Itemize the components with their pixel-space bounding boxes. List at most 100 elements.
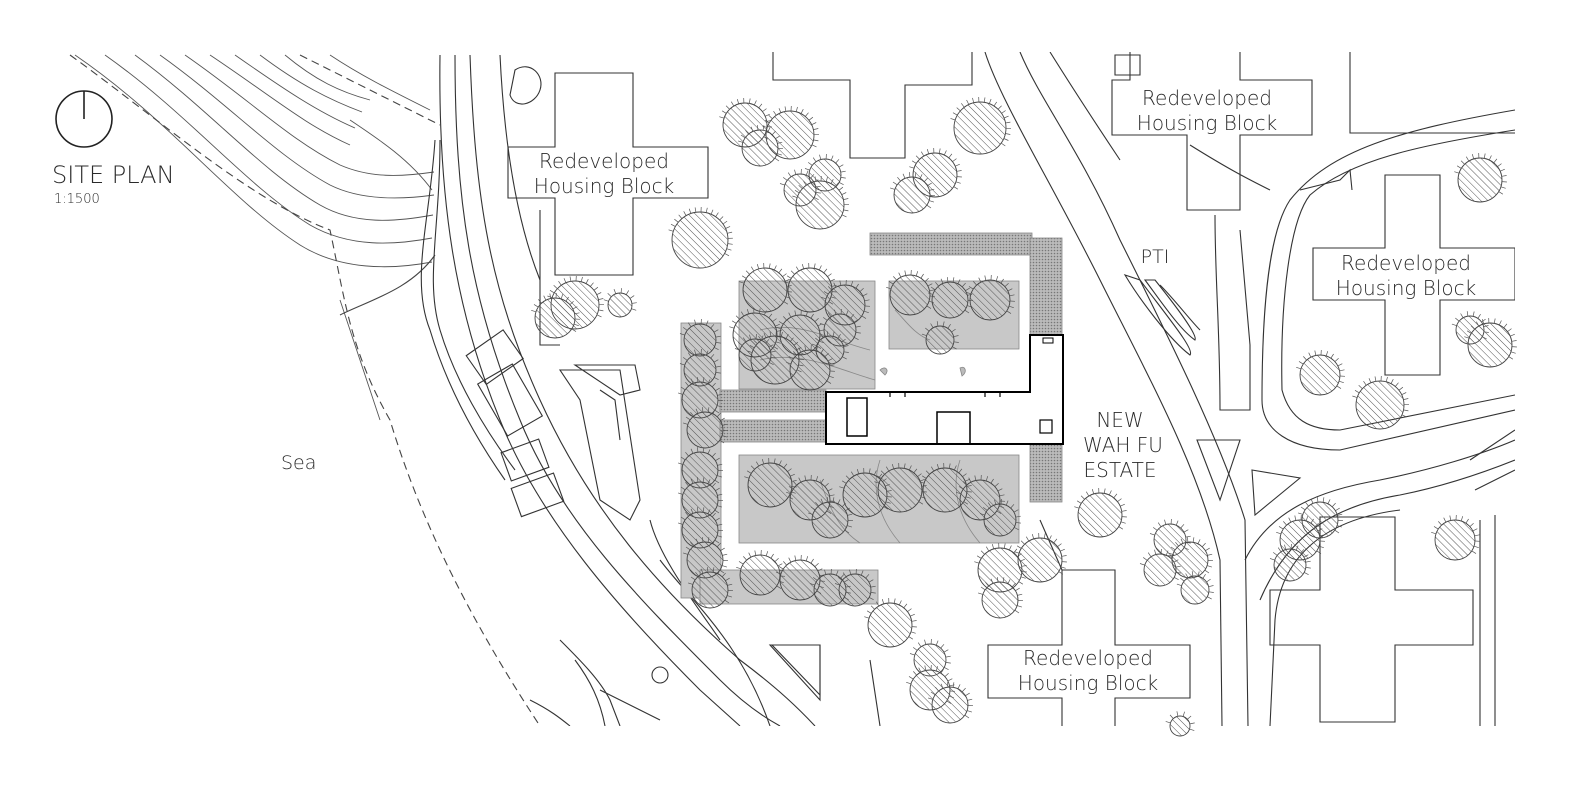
block-bottom-line2: Housing Block xyxy=(1018,671,1158,695)
tree-canopy xyxy=(893,176,931,214)
tree-canopy xyxy=(607,292,633,318)
tree-canopy-edge xyxy=(677,377,724,414)
estate-line3: ESTATE xyxy=(1084,458,1157,482)
tree-canopy-edge xyxy=(668,206,733,257)
tree-canopy-edge xyxy=(921,321,959,350)
tree-canopy xyxy=(931,686,969,724)
main-building xyxy=(825,334,1064,445)
pti-label: PTI xyxy=(1141,246,1170,268)
contours xyxy=(74,54,435,421)
tree-canopy-edge xyxy=(819,308,861,341)
tree-canopy-edge xyxy=(821,279,871,319)
tree-canopy xyxy=(981,581,1019,619)
tree-canopy-edge xyxy=(679,318,721,351)
tree-canopy-edge xyxy=(1454,152,1507,195)
tree-canopy-edge xyxy=(682,537,729,574)
tree-canopy xyxy=(779,559,821,601)
tree-canopy xyxy=(1017,537,1063,583)
tree-canopy-edge xyxy=(762,105,819,148)
sea-label: Sea xyxy=(281,452,316,474)
tree-canopy xyxy=(877,467,923,513)
tree-canopy xyxy=(1301,501,1339,539)
tree-canopy xyxy=(953,101,1007,155)
block-top-right-line2: Housing Block xyxy=(1137,111,1277,135)
north-arrow-icon xyxy=(55,90,113,148)
tree-canopy-edge xyxy=(677,477,724,514)
tree-canopy xyxy=(867,602,913,648)
tree-canopy-edge xyxy=(1297,497,1344,534)
tree-canopy-edge xyxy=(1074,487,1127,530)
tree-canopy xyxy=(969,279,1011,321)
tree-canopy-edge xyxy=(966,274,1016,314)
tree-canopy xyxy=(1355,380,1405,430)
tree-canopy-edge xyxy=(1296,349,1346,389)
tree-canopy-edge xyxy=(603,288,637,311)
tree-canopy xyxy=(686,411,724,449)
tree-canopy-edge xyxy=(889,172,936,209)
tree-canopy-edge xyxy=(1167,537,1214,574)
tree-canopy xyxy=(1180,575,1210,605)
block-right-line1: Redeveloped xyxy=(1341,251,1471,275)
estate-line2: WAH FU xyxy=(1083,433,1163,457)
tree-canopy xyxy=(534,297,576,339)
tree-canopy xyxy=(741,129,779,167)
tree-canopy xyxy=(691,571,729,609)
tree-canopy xyxy=(683,353,717,387)
tree-canopy xyxy=(1171,541,1209,579)
tree-canopy xyxy=(1299,354,1341,396)
tree-canopy xyxy=(747,462,793,508)
tree-canopy xyxy=(738,338,772,372)
tree-canopy-edge xyxy=(927,682,974,719)
tree-canopy-edge xyxy=(950,96,1011,147)
tree-canopy-edge xyxy=(687,567,734,604)
tree-canopy xyxy=(838,573,872,607)
tree-canopy xyxy=(783,173,817,207)
tree-canopy-edge xyxy=(547,275,604,318)
tree-canopy-edge xyxy=(682,407,729,444)
tree-canopy-edge xyxy=(811,331,849,360)
tree-canopy xyxy=(1467,322,1513,368)
tree-canopy xyxy=(1273,548,1307,582)
tree-canopy-edge xyxy=(677,507,724,544)
tree-canopy xyxy=(889,274,931,316)
tree-canopy xyxy=(925,325,955,355)
tree-canopy-edge xyxy=(909,638,951,671)
tree-canopy-edge xyxy=(1014,532,1067,575)
block-right-line2: Housing Block xyxy=(1336,276,1476,300)
tree-canopy-edge xyxy=(834,568,876,601)
tree-canopy-edge xyxy=(909,147,962,190)
tree-canopy-edge xyxy=(677,447,724,484)
tree-canopy xyxy=(742,267,788,313)
block-top-left-line2: Housing Block xyxy=(534,174,674,198)
tree-canopy-edge xyxy=(679,348,721,381)
tree-canopy xyxy=(1143,553,1177,587)
linework xyxy=(69,52,1515,726)
labels: SITE PLAN 1:1500 Sea Redeveloped Housing… xyxy=(52,86,1476,695)
tree-canopy-edge xyxy=(1431,514,1481,554)
title-heading: SITE PLAN xyxy=(52,161,175,189)
tree-canopy-edge xyxy=(779,168,821,201)
tree-canopy-edge xyxy=(977,577,1024,614)
tree-canopy-edge xyxy=(737,125,784,162)
estate-line1: NEW xyxy=(1096,408,1143,432)
tree-canopy-edge xyxy=(864,597,917,640)
tree-canopy xyxy=(739,554,781,596)
block-bottom-line1: Redeveloped xyxy=(1023,646,1153,670)
tree-canopy xyxy=(1457,157,1503,203)
block-top-right-line1: Redeveloped xyxy=(1142,86,1272,110)
tree-canopy-edge xyxy=(734,333,776,366)
tree-canopy xyxy=(983,503,1017,537)
tree-canopy-edge xyxy=(531,292,581,332)
tree-canopy xyxy=(1434,519,1476,561)
tree-canopy-edge xyxy=(1464,317,1517,360)
tree-canopy xyxy=(811,501,849,539)
tree-canopy-edge xyxy=(979,498,1021,531)
trees xyxy=(531,96,1517,737)
tree-canopy xyxy=(1169,715,1191,737)
tree-canopy xyxy=(931,281,969,319)
tree-canopy-edge xyxy=(807,497,854,534)
tree-canopy xyxy=(671,211,729,269)
tree-canopy xyxy=(1077,492,1123,538)
